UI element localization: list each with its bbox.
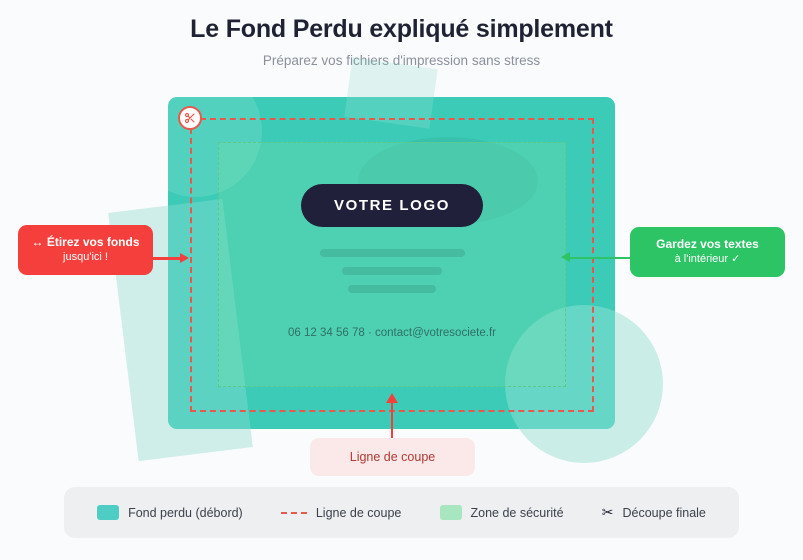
scissors-icon bbox=[178, 106, 202, 130]
legend-label-cut-line: Ligne de coupe bbox=[315, 505, 402, 520]
text-placeholder-bar bbox=[319, 249, 465, 257]
contact-line: 06 12 34 56 78 · contact@votresociete.fr bbox=[288, 327, 496, 339]
card-content: VOTRE LOGO 06 12 34 56 78 · contact@votr… bbox=[218, 142, 566, 387]
legend-label-final-cut: Découpe finale bbox=[622, 505, 706, 520]
legend-item-bleed: Fond perdu (débord) bbox=[97, 505, 243, 520]
logo-placeholder: VOTRE LOGO bbox=[300, 184, 483, 227]
callout-right-line1: Gardez vos textes bbox=[656, 237, 759, 251]
legend-item-safety-zone: Zone de sécurité bbox=[439, 505, 564, 520]
scissors-icon: ✂ bbox=[601, 504, 614, 520]
legend: Fond perdu (débord) Ligne de coupe Zone … bbox=[64, 487, 739, 538]
callout-bottom-line1: Ligne de coupe bbox=[349, 450, 436, 464]
legend-swatch-safety-zone bbox=[439, 505, 462, 520]
legend-item-final-cut: ✂ Découpe finale bbox=[602, 504, 706, 521]
callout-stretch-bleed: ↔ Étirez vos fonds jusqu'ici ! bbox=[18, 225, 153, 275]
page-subtitle: Préparez vos fichiers d'impression sans … bbox=[262, 53, 541, 68]
callout-keep-text-inside: Gardez vos textes à l'intérieur ✓ bbox=[630, 227, 785, 277]
page-title: Le Fond Perdu expliqué simplement bbox=[190, 15, 613, 43]
legend-label-bleed: Fond perdu (débord) bbox=[128, 505, 243, 520]
text-placeholder-bar bbox=[348, 285, 436, 293]
callout-left-line2: jusqu'ici ! bbox=[63, 251, 108, 263]
bleed-diagram: VOTRE LOGO 06 12 34 56 78 · contact@votr… bbox=[0, 57, 803, 480]
legend-swatch-bleed bbox=[97, 505, 120, 520]
text-placeholder-bar bbox=[342, 267, 442, 275]
legend-item-cut-line: Ligne de coupe bbox=[280, 505, 402, 520]
legend-dash-cut-line-icon bbox=[280, 511, 307, 514]
safety-zone bbox=[218, 142, 566, 387]
connector-left-arrow bbox=[152, 253, 189, 263]
callout-cut-line: Ligne de coupe bbox=[310, 438, 475, 476]
callout-right-line2: à l'intérieur ✓ bbox=[674, 253, 741, 265]
connector-bottom-arrow bbox=[386, 393, 398, 440]
page-header: Le Fond Perdu expliqué simplement Prépar… bbox=[0, 0, 803, 70]
legend-label-safety-zone: Zone de sécurité bbox=[470, 505, 564, 520]
callout-left-line1: ↔ Étirez vos fonds bbox=[31, 235, 140, 249]
connector-right-arrow bbox=[561, 252, 630, 262]
